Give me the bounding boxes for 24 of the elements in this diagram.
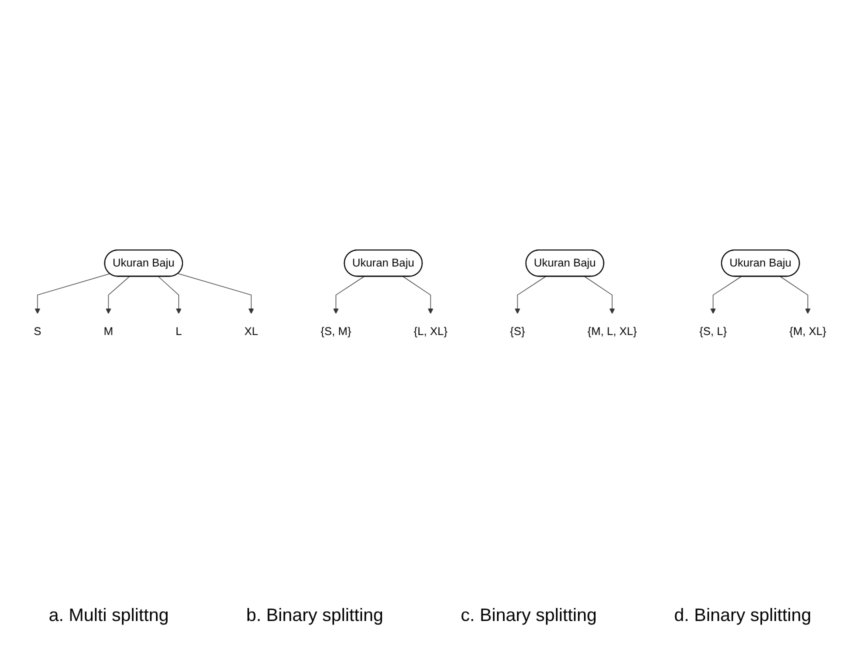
node-text: L [176, 324, 182, 338]
node-text: {S, L} [699, 324, 727, 338]
arrow [514, 276, 546, 314]
arrow [158, 276, 182, 314]
node-text: {L, XL} [414, 324, 448, 338]
caption-label: a. Multi splittng [48, 605, 169, 626]
arrow [780, 276, 811, 314]
arrow [584, 276, 615, 314]
node-text: {M, XL} [789, 324, 826, 338]
node-text: {S} [510, 324, 525, 338]
caption-label: b. Binary splitting [246, 605, 384, 626]
arrow [710, 276, 742, 314]
arrow [34, 273, 110, 314]
arrow [333, 276, 364, 314]
node-text: S [34, 324, 42, 338]
caption-label: d. Binary splitting [674, 605, 812, 626]
arrow [402, 276, 434, 314]
arrow [178, 273, 254, 314]
arrow [106, 276, 130, 314]
node-text: {S, M} [320, 324, 352, 338]
node-text: {M, L, XL} [587, 324, 637, 338]
node-text: M [104, 324, 114, 338]
caption-label: c. Binary splitting [460, 605, 597, 626]
node-text: XL [244, 324, 258, 338]
